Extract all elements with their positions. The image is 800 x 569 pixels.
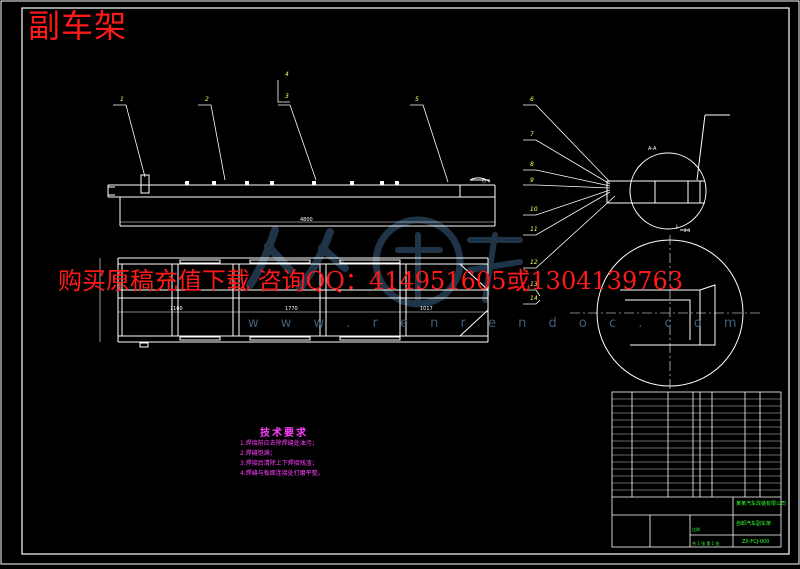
bolt-mark — [312, 181, 316, 185]
bolt-mark — [395, 181, 399, 185]
bolt-mark — [270, 181, 274, 185]
callout-number: 2 — [205, 96, 209, 103]
detail-label: I — [676, 224, 678, 231]
side-elevation — [107, 174, 496, 227]
dim-span-right: 1017 — [420, 306, 433, 312]
callout-number: 4 — [285, 71, 289, 78]
callout-number: 11 — [530, 226, 538, 233]
detail-scale: 2:1 — [684, 228, 691, 233]
table-sheet: 共 1 张 第 1 张 — [692, 540, 719, 546]
bolt-mark — [350, 181, 354, 185]
tech-note: 2.焊缝饱满； — [240, 450, 276, 457]
callout-number: 9 — [530, 177, 534, 184]
tech-heading: 技术要求 — [260, 428, 308, 439]
leader-lines — [113, 80, 616, 305]
side-bolts — [185, 181, 399, 185]
detail-view — [570, 229, 760, 392]
plan-view — [99, 257, 489, 348]
callout-number: 3 — [285, 93, 289, 100]
dim-span-mid: 1770 — [285, 306, 298, 312]
table-drawing-no: ZX-FCJ-000 — [742, 539, 769, 545]
callout-number: 5 — [415, 96, 419, 103]
callout-number: 13 — [530, 281, 538, 288]
watermark-url: w w w . r e n r e n d o c . c o m — [248, 316, 746, 331]
tech-note: 3.焊接后清除上下焊接残渣； — [240, 460, 318, 467]
purchase-banner: 购买原稿充值下载 咨询QQ：414951605或1304139763 — [58, 267, 684, 295]
bolt-mark — [185, 181, 189, 185]
callout-number: 14 — [530, 295, 538, 302]
callout-number: 1 — [120, 96, 124, 103]
section-view — [606, 114, 730, 230]
dim-span-left: 1160 — [170, 306, 183, 312]
table-drawing-name: 自卸汽车副车架 — [736, 520, 771, 527]
bolt-mark — [380, 181, 384, 185]
parts-table — [611, 391, 782, 548]
section-label: A-A — [648, 146, 657, 152]
tech-requirements: 技术要求 1.焊接前应去除焊缝处油污； 2.焊缝饱满； 3.焊接后清除上下焊接残… — [240, 424, 324, 479]
table-scale: 比例 — [692, 526, 700, 532]
callout-number: 8 — [530, 161, 534, 168]
table-rows — [612, 398, 781, 491]
bolt-mark — [212, 181, 216, 185]
tech-note: 1.焊接前应去除焊缝处油污； — [240, 440, 318, 447]
callout-number: 7 — [530, 131, 534, 138]
inner-border — [21, 7, 790, 555]
drawing-title: 副车架 — [28, 7, 128, 45]
callout-number: 6 — [530, 96, 534, 103]
callout-number: 10 — [530, 206, 538, 213]
bolt-mark — [245, 181, 249, 185]
tech-note: 4.焊缝与板面连接处打磨平整。 — [240, 470, 324, 477]
weld-symbol: ○ — [482, 178, 486, 184]
table-company: 某某汽车改装有限公司 — [736, 500, 786, 507]
callout-number: 12 — [530, 259, 538, 266]
dim-overall-length: 4800 — [300, 217, 313, 223]
